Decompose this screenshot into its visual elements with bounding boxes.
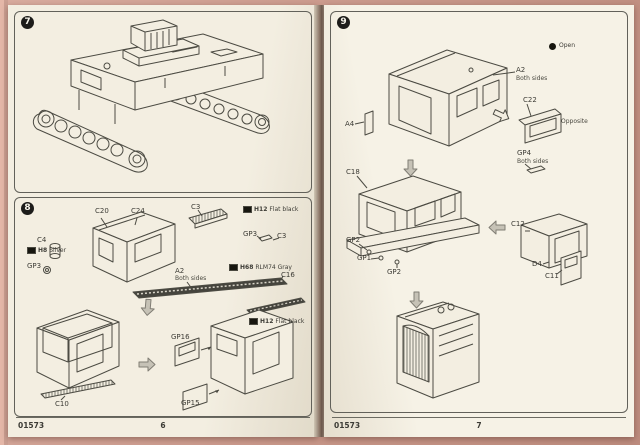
part-label-gp4: GP4 — [517, 149, 532, 157]
color-swatch — [243, 206, 252, 213]
part-label-gp3-left: GP3 — [27, 262, 42, 270]
part-label-a4: A4 — [345, 120, 355, 128]
part-label-a2: A2 — [175, 267, 185, 275]
part-label-c11: C11 — [545, 272, 559, 280]
part-note-gp4-both-sides: Both sides — [517, 158, 549, 165]
page-stack-edge-inner — [4, 0, 8, 445]
part-label-c3-grille: C3 — [191, 203, 201, 211]
open-hole-icon — [549, 43, 556, 50]
color-swatch — [27, 247, 36, 254]
step-7-diagram-tractor-hull — [32, 19, 270, 173]
step-8-box: 8 — [14, 197, 312, 417]
part-label-gp15: GP15 — [181, 399, 200, 407]
paint-callout-rlm74-gray: H68 RLM74 Gray — [229, 264, 292, 271]
page-number: 7 — [476, 421, 482, 430]
part-label-c18: C18 — [346, 168, 360, 176]
part-label-c4: C4 — [37, 236, 47, 244]
color-swatch — [249, 318, 258, 325]
legend-open-hole: Open — [549, 42, 575, 50]
part-label-gp3-right: GP3 — [243, 230, 258, 238]
page-stack-edge — [0, 0, 4, 445]
kit-number: 01573 — [18, 421, 45, 430]
step-8-diagram-cab-parts — [36, 208, 306, 411]
paint-callout-flat-black-2: H12 Flat black — [249, 318, 304, 325]
step-7-number: 7 — [21, 16, 34, 29]
part-label-gp2-a: GP2 — [346, 236, 361, 244]
part-label-c10: C10 — [55, 400, 69, 408]
part-label-a2: A2 — [516, 66, 526, 74]
legend-label: Open — [559, 42, 576, 49]
step-9-number: 9 — [337, 16, 350, 29]
part-note-c22-opposite: Opposite — [561, 118, 588, 125]
paint-callout-silver: H8 Silver — [27, 247, 66, 254]
page-left: 7 — [8, 5, 318, 437]
color-swatch — [229, 264, 238, 271]
part-note-a2-both-sides: Both sides — [175, 275, 207, 282]
paint-callout-flat-black-1: H12 Flat black — [243, 206, 298, 213]
part-label-c22: C22 — [523, 96, 537, 104]
part-note-a2-both-sides: Both sides — [516, 75, 548, 82]
part-label-c24: C24 — [131, 207, 145, 215]
part-label-gp16: GP16 — [171, 333, 190, 341]
step-9-box: 9 — [330, 11, 628, 413]
part-label-c16: C16 — [281, 271, 295, 279]
page-footer-right: 01573 7 — [332, 417, 626, 431]
part-label-gp2-b: GP2 — [387, 268, 402, 276]
step-7-box: 7 — [14, 11, 312, 193]
part-label-d4: D4 — [532, 260, 542, 268]
part-label-c20: C20 — [95, 207, 109, 215]
step-9-diagram-cab-assembly — [346, 49, 588, 399]
part-label-c3-right: C3 — [277, 232, 287, 240]
page-footer-left: 01573 6 — [16, 417, 310, 431]
page-number: 6 — [160, 421, 166, 430]
page-right: 9 — [324, 5, 634, 437]
kit-number: 01573 — [334, 421, 361, 430]
part-label-c12: C12 — [511, 220, 525, 228]
step-8-number: 8 — [21, 202, 34, 215]
part-label-gp1: GP1 — [357, 254, 372, 262]
